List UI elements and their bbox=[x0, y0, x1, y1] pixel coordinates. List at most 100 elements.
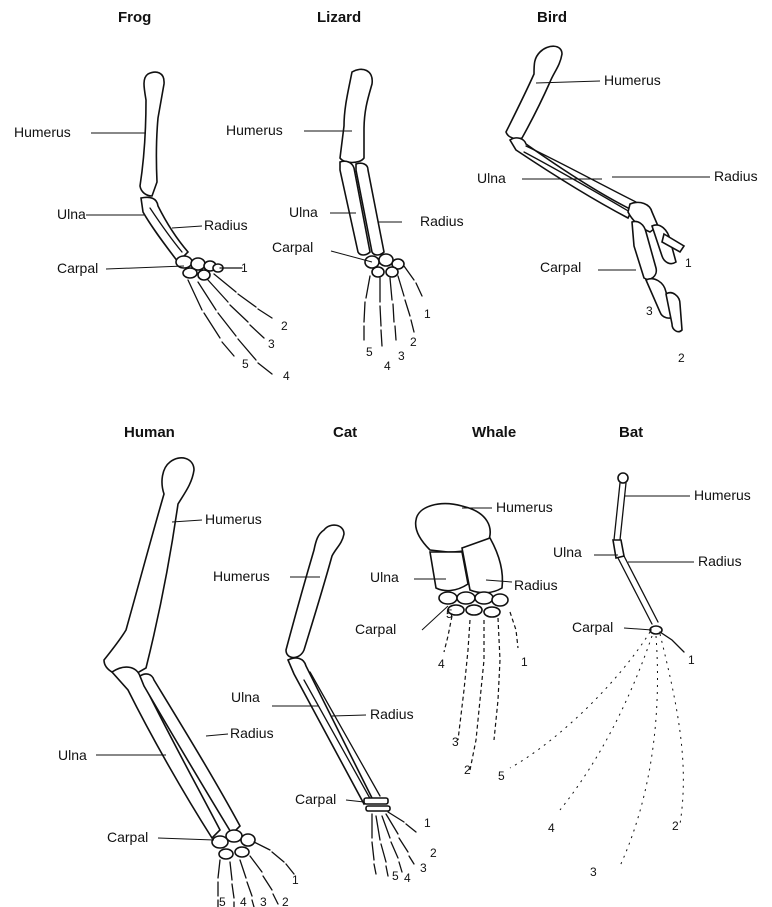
lizard-humerus-label: Humerus bbox=[226, 122, 283, 138]
lizard-humerus-bone bbox=[340, 69, 372, 162]
frog-digits bbox=[188, 268, 272, 374]
frog-radius-leader bbox=[172, 226, 202, 228]
bird-limb: Bird Humerus Ulna Radius Carpal 1 2 bbox=[477, 9, 758, 365]
lizard-digit-1: 1 bbox=[424, 307, 431, 321]
cat-digits bbox=[372, 812, 416, 876]
whale-limb: Whale Humerus Ulna bbox=[355, 424, 558, 777]
whale-digit-2: 2 bbox=[464, 763, 471, 777]
human-digit-2: 2 bbox=[282, 895, 289, 907]
bird-digit-3: 3 bbox=[646, 304, 653, 318]
frog-carpal-label: Carpal bbox=[57, 260, 98, 276]
human-ulna-label: Ulna bbox=[58, 747, 87, 763]
human-digit-1: 1 bbox=[292, 873, 299, 887]
bat-digit-2: 2 bbox=[672, 819, 679, 833]
bird-ulna-label: Ulna bbox=[477, 170, 506, 186]
cat-radius-label: Radius bbox=[370, 706, 414, 722]
human-humerus-label: Humerus bbox=[205, 511, 262, 527]
human-digit-3: 3 bbox=[260, 895, 267, 907]
whale-digit-3: 3 bbox=[452, 735, 459, 749]
lizard-carpal-label: Carpal bbox=[272, 239, 313, 255]
human-digit-4: 4 bbox=[240, 895, 247, 907]
lizard-digits bbox=[364, 266, 422, 346]
lizard-radius-label: Radius bbox=[420, 213, 464, 229]
bat-digit-4: 4 bbox=[548, 821, 555, 835]
bat-carpal-leader bbox=[624, 628, 652, 630]
bird-title: Bird bbox=[537, 9, 567, 26]
cat-carpals bbox=[364, 798, 390, 811]
cat-ulna-label: Ulna bbox=[231, 689, 260, 705]
human-humerus-bone bbox=[104, 458, 194, 676]
cat-ulna-bone bbox=[288, 658, 372, 804]
whale-title: Whale bbox=[472, 424, 516, 441]
lizard-title: Lizard bbox=[317, 9, 361, 26]
whale-digit-4: 4 bbox=[438, 657, 445, 671]
human-radius-leader bbox=[206, 734, 228, 736]
bird-digit-1: 1 bbox=[685, 256, 692, 270]
bird-radius-label: Radius bbox=[714, 168, 758, 184]
whale-ulna-label: Ulna bbox=[370, 569, 399, 585]
bat-ulna-label: Ulna bbox=[553, 544, 582, 560]
frog-digit-3: 3 bbox=[268, 337, 275, 351]
cat-digit-2: 2 bbox=[430, 846, 437, 860]
bat-title: Bat bbox=[619, 424, 643, 441]
frog-digit-5: 5 bbox=[242, 357, 249, 371]
human-radius-bone bbox=[140, 674, 240, 834]
lizard-limb: Lizard Humerus Ulna Radius bbox=[226, 9, 464, 373]
human-ulna-bone bbox=[112, 667, 220, 838]
human-carpals bbox=[212, 830, 255, 859]
cat-digit-3: 3 bbox=[420, 861, 427, 875]
frog-ulna-label: Ulna bbox=[57, 206, 86, 222]
bat-limb: Bat Humerus Ulna Radius Carpal 1 bbox=[498, 424, 751, 879]
bat-radius-label: Radius bbox=[698, 553, 742, 569]
human-title: Human bbox=[124, 424, 175, 441]
whale-radius-label: Radius bbox=[514, 577, 558, 593]
bird-humerus-label: Humerus bbox=[604, 72, 661, 88]
human-limb: Human Humerus Ulna Radius bbox=[58, 424, 299, 907]
bat-carpal-label: Carpal bbox=[572, 619, 613, 635]
cat-humerus-label: Humerus bbox=[213, 568, 270, 584]
bat-digits bbox=[510, 632, 684, 866]
frog-digit-4: 4 bbox=[283, 369, 290, 383]
whale-ulna-bone bbox=[430, 552, 468, 591]
cat-title: Cat bbox=[333, 424, 357, 441]
cat-limb: Cat Humerus Ulna Radius Carpal 1 bbox=[213, 424, 437, 885]
bat-digit-1: 1 bbox=[688, 653, 695, 667]
whale-carpal-leader bbox=[422, 606, 448, 630]
bat-digit-5: 5 bbox=[498, 769, 505, 783]
cat-digit-1: 1 bbox=[424, 816, 431, 830]
human-digit-5: 5 bbox=[219, 895, 226, 907]
bat-radioulna-bone bbox=[613, 540, 658, 624]
frog-title: Frog bbox=[118, 9, 151, 26]
lizard-digit-3: 3 bbox=[398, 349, 405, 363]
frog-limb: Frog Humerus Ulna Radius C bbox=[14, 9, 290, 383]
lizard-ulna-label: Ulna bbox=[289, 204, 318, 220]
frog-radioulna-bone bbox=[141, 197, 188, 262]
bird-carpal-label: Carpal bbox=[540, 259, 581, 275]
bat-humerus-label: Humerus bbox=[694, 487, 751, 503]
bat-digit-3: 3 bbox=[590, 865, 597, 879]
whale-digit-1: 1 bbox=[521, 655, 528, 669]
human-humerus-leader bbox=[172, 520, 202, 522]
frog-digit-2: 2 bbox=[281, 319, 288, 333]
frog-digit-1: 1 bbox=[241, 261, 248, 275]
cat-digit-4: 4 bbox=[404, 871, 411, 885]
frog-carpal-leader bbox=[106, 266, 184, 269]
human-carpal-label: Carpal bbox=[107, 829, 148, 845]
bird-humerus-bone bbox=[506, 46, 562, 139]
whale-carpal-label: Carpal bbox=[355, 621, 396, 637]
cat-digit-5: 5 bbox=[392, 869, 399, 883]
human-radius-label: Radius bbox=[230, 725, 274, 741]
lizard-digit-4: 4 bbox=[384, 359, 391, 373]
bird-digit-2: 2 bbox=[678, 351, 685, 365]
cat-humerus-bone bbox=[286, 525, 344, 657]
whale-digit-5: 5 bbox=[446, 607, 453, 621]
lizard-digit-5: 5 bbox=[366, 345, 373, 359]
whale-humerus-label: Humerus bbox=[496, 499, 553, 515]
frog-radius-label: Radius bbox=[204, 217, 248, 233]
cat-carpal-label: Carpal bbox=[295, 791, 336, 807]
bat-humerus-bone bbox=[614, 473, 628, 540]
lizard-digit-2: 2 bbox=[410, 335, 417, 349]
cat-radius-leader bbox=[332, 715, 366, 716]
frog-humerus-label: Humerus bbox=[14, 124, 71, 140]
